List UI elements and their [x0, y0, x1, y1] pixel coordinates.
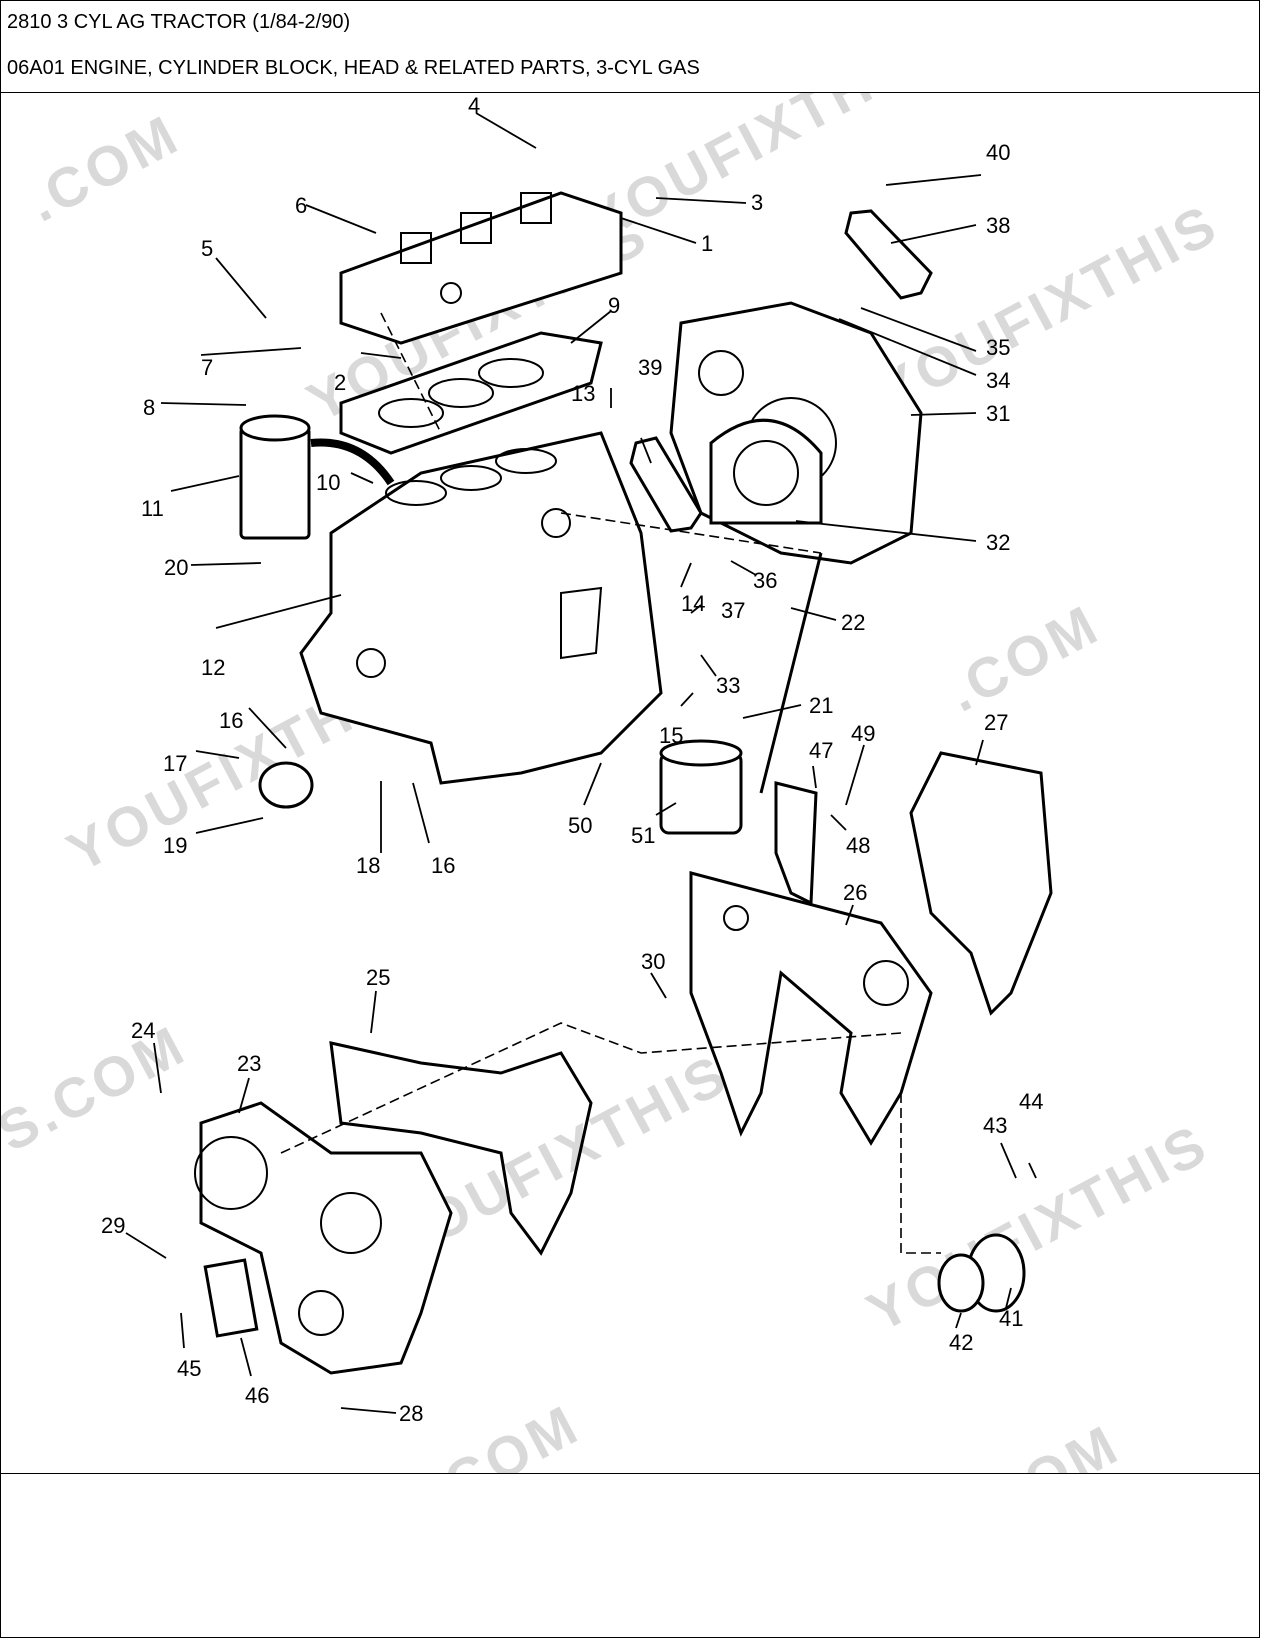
front-cover-gasket [329, 1041, 593, 1256]
callout-29: 29 [101, 1213, 125, 1238]
watermark: .COM [937, 592, 1110, 724]
watermark: YOUFIXTHIS [867, 191, 1229, 423]
callout-13: 13 [571, 381, 595, 406]
callout-25: 25 [366, 965, 390, 990]
front-plate [689, 871, 933, 1146]
callout-42: 42 [949, 1330, 973, 1355]
watermark: .COM [957, 1412, 1130, 1473]
callout-36: 36 [753, 568, 777, 593]
watermark: .COM [17, 102, 190, 234]
callout-3: 3 [751, 190, 763, 215]
oil-seal-19 [258, 761, 314, 809]
callout-12: 12 [201, 655, 225, 680]
leader-lines [125, 112, 1037, 1414]
callout-17: 17 [163, 751, 187, 776]
callout-23: 23 [237, 1051, 261, 1076]
callout-6: 6 [295, 193, 307, 218]
cylinder-sleeve [239, 414, 311, 540]
callout-49: 49 [851, 721, 875, 746]
callout-16a: 16 [219, 708, 243, 733]
callout-41: 41 [999, 1306, 1023, 1331]
callout-5: 5 [201, 236, 213, 261]
cover-plate-39 [629, 436, 703, 533]
callout-7: 7 [201, 355, 213, 380]
callout-numbers: 1 2 3 4 5 6 7 8 9 10 11 12 13 14 15 16 1… [101, 93, 1043, 1426]
callout-27: 27 [984, 710, 1008, 735]
callout-22: 22 [841, 610, 865, 635]
callout-33: 33 [716, 673, 740, 698]
parts-diagram-svg: .COM YOUFIXTHIS YOUFIXTHIS.COM YOUFIXTHI… [0, 0, 1229, 1544]
watermark: .COM [417, 1392, 590, 1473]
callout-18: 18 [356, 853, 380, 878]
rear-seal-retainer [709, 418, 823, 525]
callout-38: 38 [986, 213, 1010, 238]
callout-45: 45 [177, 1356, 201, 1381]
callout-51: 51 [631, 823, 655, 848]
gasket-42 [937, 1253, 985, 1313]
callout-19: 19 [163, 833, 187, 858]
callout-21: 21 [809, 693, 833, 718]
dipstick [759, 552, 823, 794]
callout-46: 46 [245, 1383, 269, 1408]
callout-4: 4 [468, 93, 480, 118]
callout-11: 11 [141, 496, 164, 521]
callout-50: 50 [568, 813, 592, 838]
callout-16b: 16 [431, 853, 455, 878]
callout-9: 9 [608, 293, 620, 318]
assembly-line [280, 1022, 902, 1154]
callout-24: 24 [131, 1018, 155, 1043]
front-plate-gasket [909, 751, 1053, 1016]
callout-32: 32 [986, 530, 1010, 555]
callout-28: 28 [399, 1401, 423, 1426]
cover-plate-38 [844, 209, 933, 300]
assembly-line [560, 512, 822, 554]
callout-2: 2 [334, 370, 346, 395]
page-footer [1, 1473, 1259, 1638]
watermark: S.COM [1, 1012, 196, 1163]
callout-26: 26 [843, 880, 867, 905]
callout-39: 39 [638, 355, 662, 380]
head-gasket [339, 331, 603, 455]
callout-1: 1 [701, 231, 713, 256]
oil-filter [659, 739, 743, 835]
exploded-parts-diagram: .COM YOUFIXTHIS YOUFIXTHIS.COM YOUFIXTHI… [0, 0, 1259, 1544]
timing-gear-cover [194, 1101, 453, 1375]
callout-43: 43 [983, 1113, 1007, 1138]
callout-35: 35 [986, 335, 1010, 360]
callout-20: 20 [164, 555, 188, 580]
assembly-line [900, 1093, 941, 1254]
callout-44: 44 [1019, 1089, 1043, 1114]
callout-40: 40 [986, 140, 1010, 165]
watermark: YOUFIXTHIS [857, 1111, 1219, 1343]
assembly-line [380, 312, 442, 434]
callout-14: 14 [681, 591, 705, 616]
callout-37: 37 [721, 598, 745, 623]
callout-31: 31 [986, 401, 1010, 426]
callout-47: 47 [809, 738, 833, 763]
callout-30: 30 [641, 949, 665, 974]
cover-plate-46 [203, 1258, 259, 1338]
callout-15: 15 [659, 723, 683, 748]
section-title: 06A01 ENGINE, CYLINDER BLOCK, HEAD & REL… [1, 47, 1259, 93]
cylinder-head [339, 191, 623, 345]
callout-10: 10 [316, 470, 340, 495]
cylinder-block [299, 431, 663, 785]
callout-48: 48 [846, 833, 870, 858]
callout-8: 8 [143, 395, 155, 420]
cover-plate-47 [774, 781, 818, 906]
page-title: 2810 3 CYL AG TRACTOR (1/84-2/90) [7, 11, 351, 33]
callout-34: 34 [986, 368, 1010, 393]
